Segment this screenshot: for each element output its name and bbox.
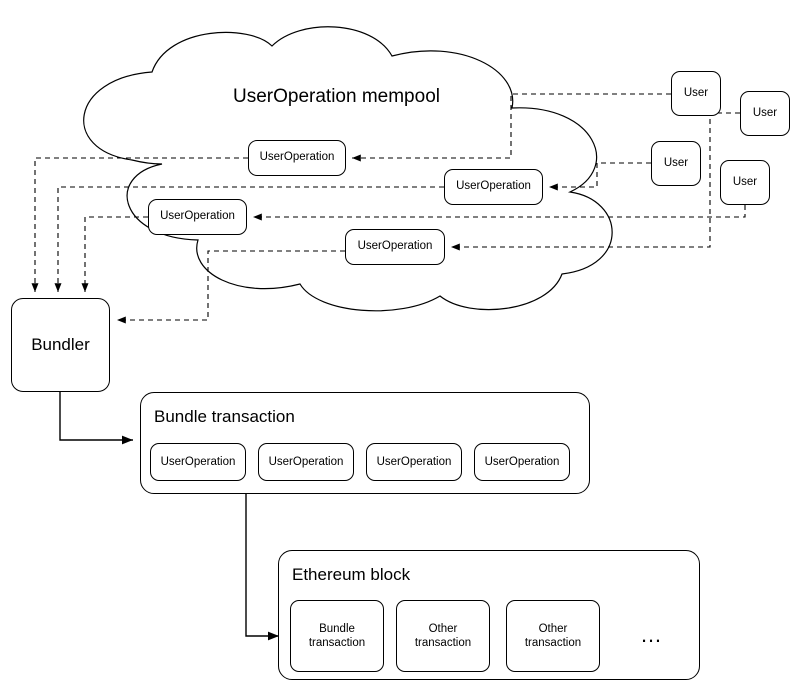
- mempool-userop-1[interactable]: UserOperation: [248, 140, 346, 176]
- bundle-userop-1-label: UserOperation: [160, 455, 236, 468]
- edge-userop4-to-bundler: [117, 250, 345, 324]
- bundle-userop-3-label: UserOperation: [376, 455, 452, 468]
- user-node-1-label: User: [683, 86, 709, 99]
- block-transaction-other-2-line2: transaction: [524, 637, 582, 649]
- mempool-userop-2-label: UserOperation: [456, 180, 531, 193]
- ethereum-block-title: Ethereum block: [292, 565, 411, 584]
- bundle-userop-2[interactable]: UserOperation: [258, 443, 354, 481]
- block-transaction-other-1-line1: Other: [428, 622, 458, 635]
- user-node-3[interactable]: User: [651, 141, 701, 186]
- more-transactions-ellipsis-icon: …: [640, 622, 664, 647]
- bundler-node[interactable]: Bundler: [11, 298, 110, 392]
- user-node-2-label: User: [752, 106, 778, 119]
- mempool-userop-4-label: UserOperation: [357, 240, 433, 253]
- block-transaction-other-2[interactable]: Other transaction: [506, 600, 600, 672]
- edge-bundle-transaction-to-ethereum-block: [245, 494, 279, 641]
- bundler-label: Bundler: [31, 334, 90, 354]
- user-node-3-label: User: [663, 156, 689, 169]
- user-node-4[interactable]: User: [720, 160, 770, 205]
- edge-bundler-to-bundle-transaction: [59, 392, 133, 445]
- edge-user3-to-userop2: [549, 162, 651, 191]
- edge-userop3-to-bundler: [81, 216, 148, 292]
- block-transaction-bundle-line1: Bundle: [319, 622, 355, 635]
- block-transaction-other-1-line2: transaction: [414, 637, 472, 649]
- bundle-userop-1[interactable]: UserOperation: [150, 443, 246, 481]
- block-transaction-bundle[interactable]: Bundle transaction: [290, 600, 384, 672]
- block-transaction-other-2-line1: Other: [538, 622, 568, 635]
- mempool-userop-4[interactable]: UserOperation: [345, 229, 445, 265]
- mempool-userop-3-label: UserOperation: [160, 210, 235, 223]
- mempool-userop-3[interactable]: UserOperation: [148, 199, 247, 235]
- bundle-userop-4-label: UserOperation: [484, 455, 560, 468]
- block-transaction-other-1[interactable]: Other transaction: [396, 600, 490, 672]
- bundle-transaction-title: Bundle transaction: [154, 407, 295, 426]
- block-transaction-bundle-line2: transaction: [308, 637, 366, 649]
- user-node-2[interactable]: User: [740, 91, 790, 136]
- bundle-userop-3[interactable]: UserOperation: [366, 443, 462, 481]
- edge-user4-to-userop3: [253, 205, 746, 221]
- user-node-4-label: User: [732, 175, 758, 188]
- mempool-cloud-label: UserOperation mempool: [233, 86, 440, 107]
- bundle-userop-4[interactable]: UserOperation: [474, 443, 570, 481]
- mempool-userop-1-label: UserOperation: [259, 151, 335, 164]
- user-node-1[interactable]: User: [671, 71, 721, 116]
- mempool-userop-2[interactable]: UserOperation: [444, 169, 543, 205]
- bundle-userop-2-label: UserOperation: [268, 455, 344, 468]
